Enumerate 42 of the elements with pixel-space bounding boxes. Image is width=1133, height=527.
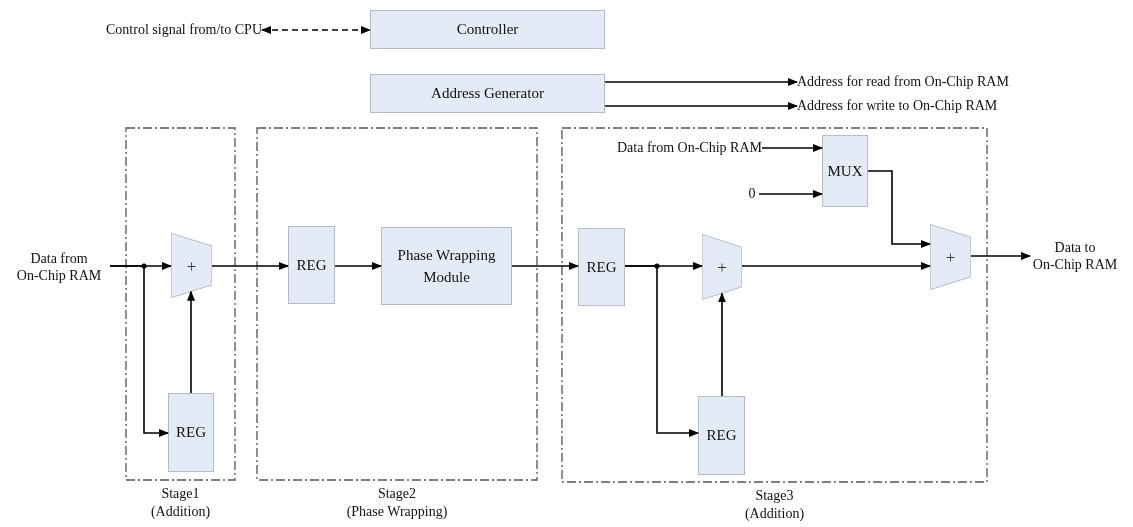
signal-label: Data from On-Chip RAM (586, 139, 762, 157)
address-generator-box: Address Generator (370, 74, 605, 113)
register-box: REG (288, 226, 335, 304)
register-box: REG (168, 393, 214, 472)
adder-symbol (171, 233, 212, 298)
arrow (109, 265, 169, 437)
signal-label: Data from On-Chip RAM (8, 249, 110, 285)
arrow (261, 26, 371, 34)
arrow (718, 292, 726, 397)
stage-label: (Addition) (743, 505, 806, 524)
adder-symbol (702, 234, 742, 300)
stage-label: (Addition) (149, 503, 212, 522)
register-box: REG (698, 396, 745, 475)
arrow (867, 170, 931, 248)
stage-label: Stage2 (376, 485, 418, 503)
operator-label: + (944, 248, 957, 266)
signal-label: Control signal from/to CPU (60, 21, 262, 39)
stage-label: Stage1 (160, 485, 201, 503)
adder-symbol (930, 224, 971, 290)
signal-label: Address for write to On-Chip RAM (797, 97, 1097, 115)
signal-label: 0 (745, 185, 759, 203)
arrow (604, 78, 798, 86)
controller-box: Controller (370, 10, 605, 49)
arrow (758, 190, 823, 198)
module-box: Phase Wrapping Module (381, 227, 512, 305)
operator-label: + (185, 257, 198, 274)
arrow (334, 262, 382, 270)
arrow (970, 252, 1031, 260)
arrow (211, 262, 289, 270)
arrow (741, 262, 931, 270)
arrow (187, 290, 195, 394)
stage-label: (Phase Wrapping) (345, 503, 449, 522)
signal-label: Data to On-Chip RAM (1030, 237, 1120, 275)
signal-label: Address for read from On-Chip RAM (797, 73, 1097, 91)
stage-label: Stage3 (754, 487, 795, 505)
arrow (624, 265, 699, 437)
arrow (761, 144, 823, 152)
register-box: REG (578, 228, 625, 306)
arrow (511, 262, 579, 270)
arrow (604, 102, 798, 110)
mux-box: MUX (822, 135, 868, 207)
operator-label: + (716, 258, 728, 276)
